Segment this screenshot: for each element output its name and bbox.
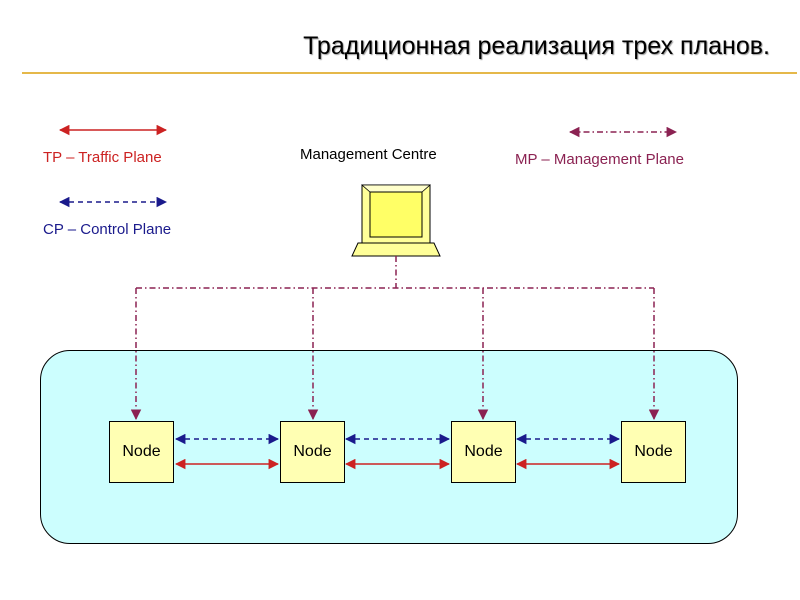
node-2: Node [280, 421, 345, 483]
slide-title: Традиционная реализация трех планов. [303, 32, 770, 60]
node-1: Node [109, 421, 174, 483]
management-links [130, 256, 660, 421]
node-3: Node [451, 421, 516, 483]
computer-icon [351, 184, 441, 257]
legend-tp-label: TP – Traffic Plane [43, 149, 162, 166]
legend-cp-label: CP – Control Plane [43, 221, 172, 238]
management-centre-label: Management Centre [300, 146, 437, 163]
legend-mp-label: MP – Management Plane [515, 151, 684, 168]
node-4: Node [621, 421, 686, 483]
title-underline [22, 72, 797, 74]
